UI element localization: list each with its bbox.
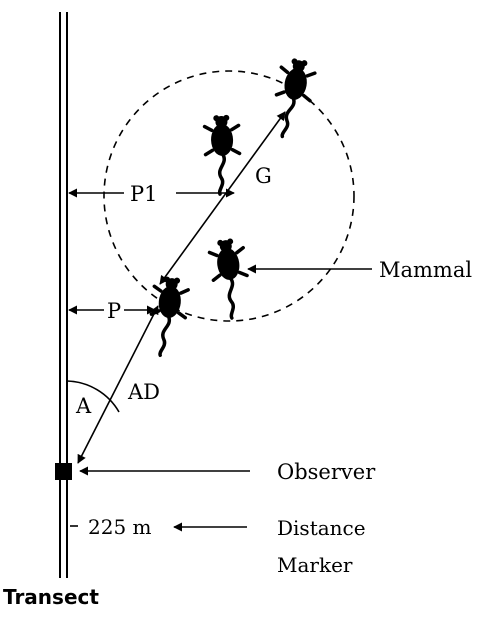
g-arrow (159, 111, 286, 285)
transect-line (59, 12, 68, 578)
ad-arrow (77, 305, 159, 464)
label-distance-value: 225 m (88, 515, 152, 539)
label-ad: AD (127, 380, 160, 404)
label-distance-marker-line1: Distance (277, 516, 366, 540)
label-observer: Observer (277, 460, 376, 484)
mammal-upper-left-icon (202, 112, 243, 197)
mammal-top-right-icon (267, 54, 319, 142)
label-p1: P1 (130, 182, 158, 206)
mammal-right-icon (206, 235, 255, 322)
label-mammal: Mammal (379, 258, 472, 282)
detection-circle (103, 70, 355, 322)
label-p: P (107, 299, 121, 323)
label-a: A (75, 394, 92, 418)
angle-arc (66, 380, 120, 413)
label-distance-marker-line2: Marker (277, 553, 353, 577)
label-g: G (255, 164, 272, 188)
observer-square-icon (55, 463, 72, 480)
label-transect: Transect (3, 585, 99, 609)
